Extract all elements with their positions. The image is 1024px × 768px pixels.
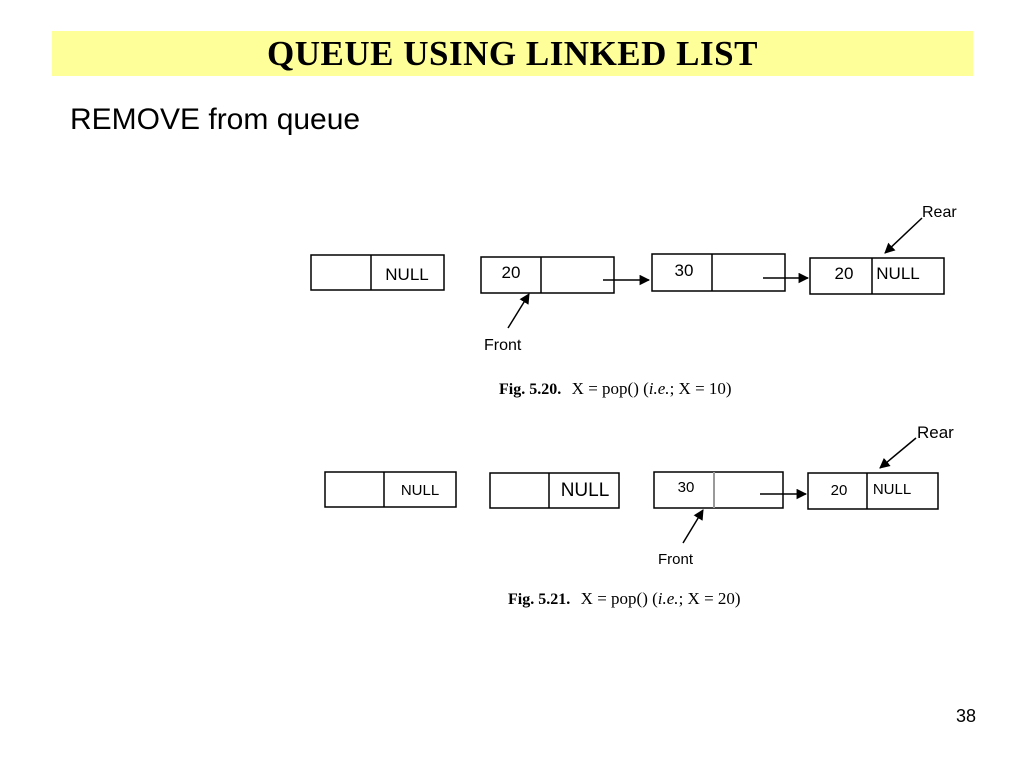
fig1-caption-rest: ; X = 10): [670, 379, 732, 398]
fig-5-21: NULL NULL 30 20 NULL Rear Front: [324, 423, 954, 608]
fig1-rear-arrow: [884, 217, 923, 254]
slide-subtitle: REMOVE from queue: [70, 103, 361, 136]
fig1-caption-number: Fig. 5.20.: [499, 381, 561, 398]
fig1-front-arrow: [507, 293, 530, 329]
fig2-caption-number: Fig. 5.21.: [508, 591, 570, 608]
fig2-node-4: 20 NULL: [807, 472, 939, 510]
slide-title: QUEUE USING LINKED LIST: [267, 34, 758, 73]
fig2-node-3: 30: [653, 471, 784, 509]
fig2-front-arrow: [682, 509, 704, 544]
fig2-node-3-data: 30: [678, 479, 695, 496]
page-number: 38: [955, 706, 976, 726]
fig2-caption-expr: X = pop() (: [581, 589, 658, 608]
title-banner: QUEUE USING LINKED LIST: [52, 31, 973, 76]
fig2-rear-label: Rear: [917, 423, 954, 442]
fig2-caption-rest: ; X = 20): [679, 589, 741, 608]
fig2-rear-arrow: [879, 437, 917, 469]
fig1-node-4-data: 20: [835, 264, 854, 283]
fig-5-20: NULL 20 30 20 NULL Rear Front: [310, 204, 957, 398]
fig1-node-3-data: 30: [675, 261, 694, 280]
fig1-node-2: 20: [480, 256, 615, 294]
fig2-node-1: NULL: [324, 471, 457, 508]
fig2-node-1-next: NULL: [401, 482, 439, 499]
fig1-caption: Fig. 5.20. X = pop() (i.e.; X = 10): [499, 379, 732, 398]
fig2-node-4-data: 20: [831, 482, 848, 499]
fig1-node-4-next: NULL: [876, 264, 919, 283]
fig1-rear-label: Rear: [922, 204, 957, 221]
fig2-node-2-next: NULL: [561, 480, 610, 501]
fig1-caption-ie: i.e.: [649, 379, 670, 398]
fig2-node-4-next: NULL: [873, 481, 911, 498]
fig1-node-1: NULL: [310, 254, 445, 291]
fig2-front-label: Front: [658, 551, 694, 568]
fig1-caption-expr: X = pop() (: [572, 379, 649, 398]
fig1-node-4: 20 NULL: [809, 257, 945, 295]
fig1-node-1-next: NULL: [385, 265, 428, 284]
fig1-node-2-data: 20: [502, 263, 521, 282]
fig2-caption-ie: i.e.: [658, 589, 679, 608]
fig2-node-2: NULL: [489, 472, 620, 509]
fig2-caption: Fig. 5.21. X = pop() (i.e.; X = 20): [508, 589, 741, 608]
fig1-front-label: Front: [484, 337, 522, 354]
fig1-node-3: 30: [651, 253, 786, 292]
